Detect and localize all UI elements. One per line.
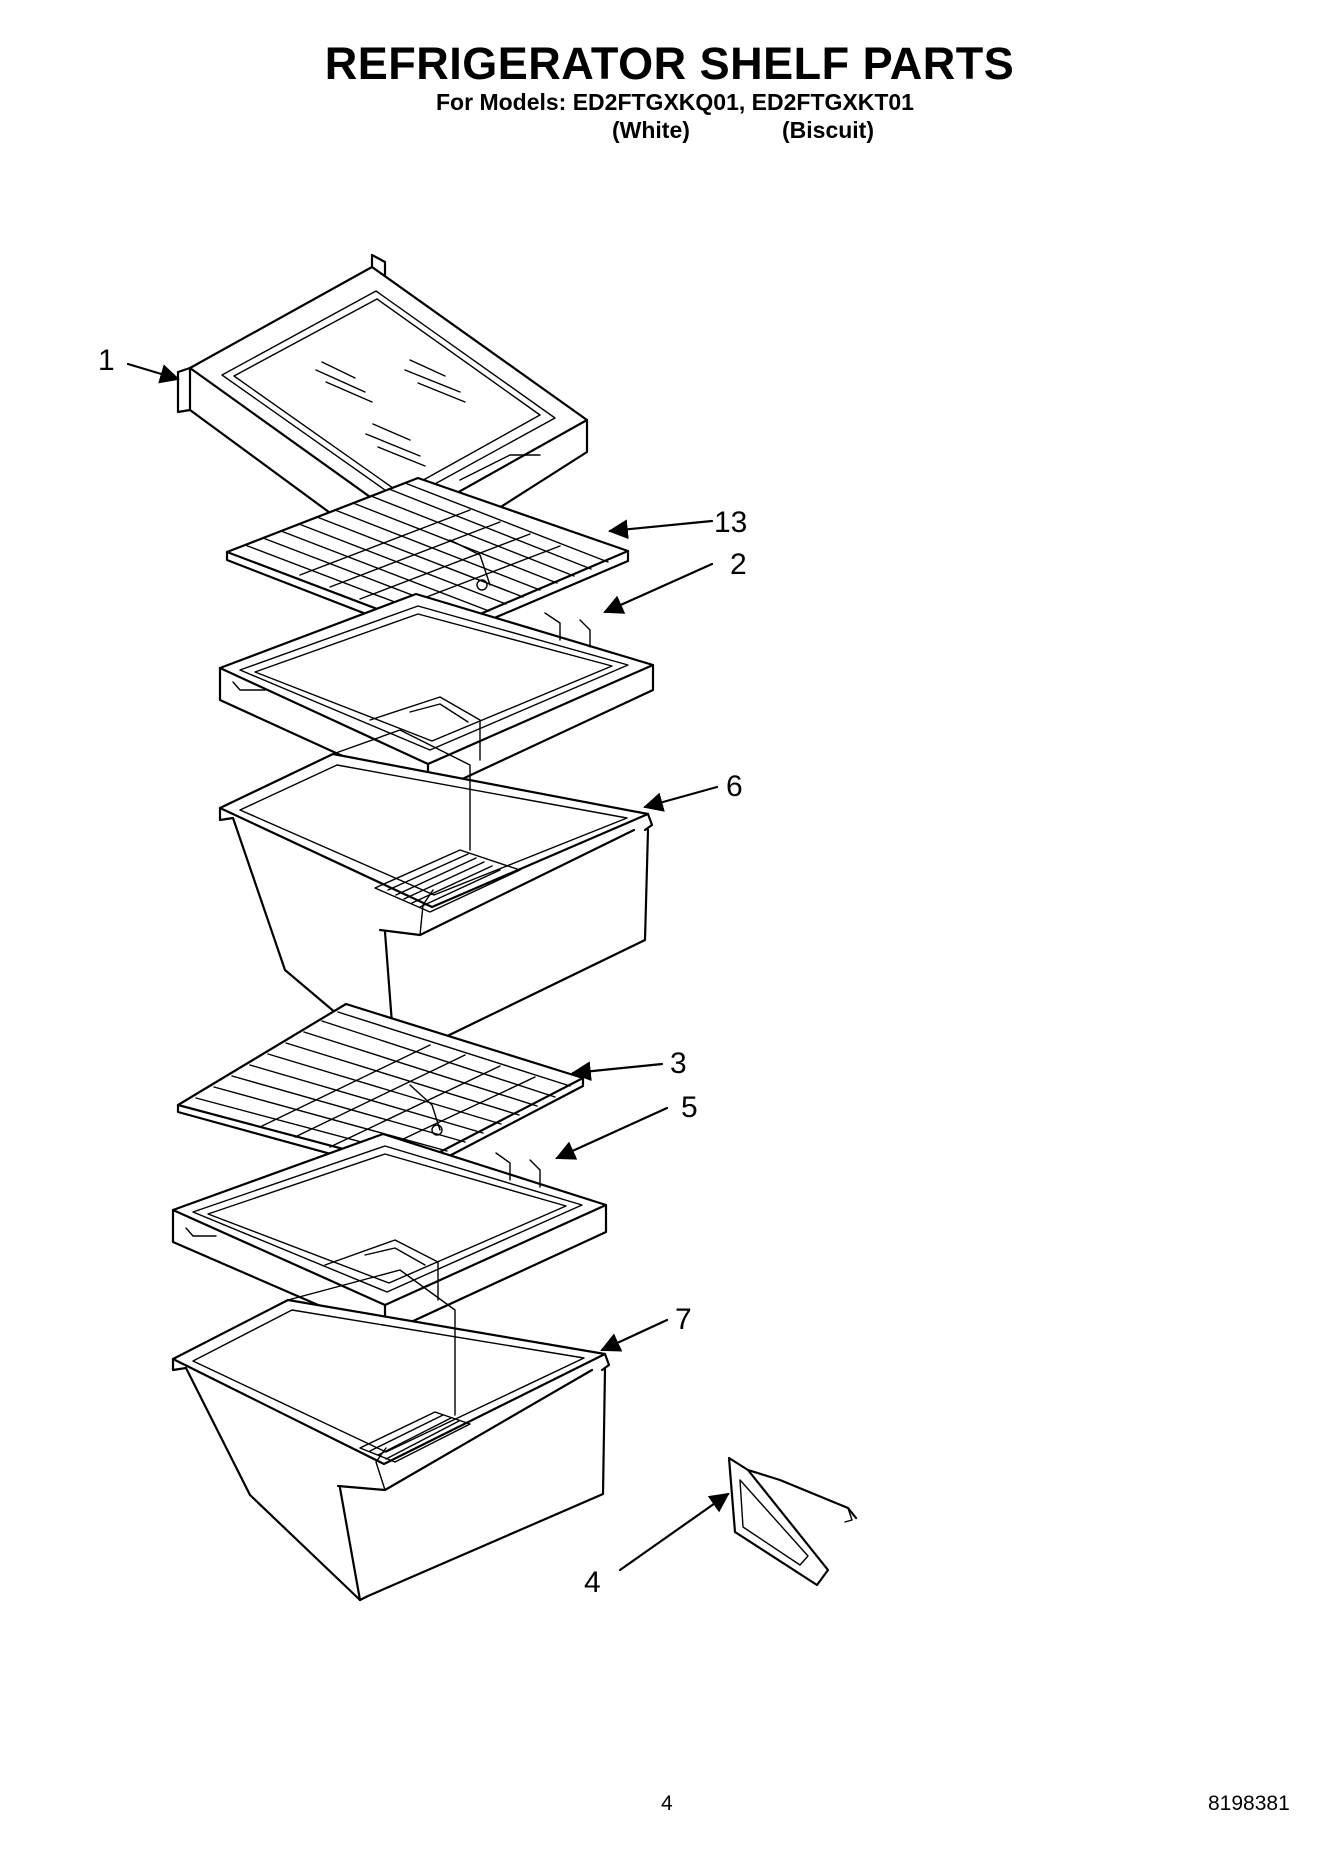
vent-slots-lower xyxy=(369,1414,460,1460)
page-title: REFRIGERATOR SHELF PARTS xyxy=(324,38,1015,89)
models-line: For Models: ED2FTGXKQ01, ED2FTGXKT01 xyxy=(436,89,914,115)
callout-arrows xyxy=(126,362,730,1572)
callout-2: 2 xyxy=(730,548,747,581)
part-4-bracket xyxy=(727,1456,858,1587)
finish-biscuit-label: (Biscuit) xyxy=(782,117,874,143)
vent-slots-upper xyxy=(387,853,501,908)
callout-7: 7 xyxy=(675,1303,692,1336)
part-6-crisper-drawer xyxy=(218,729,654,1065)
part-7-crisper-drawer xyxy=(171,1269,611,1602)
callout-5: 5 xyxy=(681,1091,698,1124)
document-number: 8198381 xyxy=(1208,1792,1290,1815)
part-3-crisper-cover-insert xyxy=(176,1002,585,1178)
part-5-crisper-cover-frame xyxy=(171,1132,608,1336)
page-number: 4 xyxy=(661,1792,673,1815)
callout-3: 3 xyxy=(670,1047,687,1080)
callout-1: 1 xyxy=(98,344,115,377)
callout-4: 4 xyxy=(584,1566,601,1599)
finish-white-label: (White) xyxy=(612,117,690,143)
callout-13: 13 xyxy=(714,506,748,539)
part-1-shelf-frame xyxy=(176,253,589,570)
part-2-crisper-cover-frame xyxy=(218,592,655,797)
part-13-crisper-cover-insert xyxy=(225,476,630,644)
insert-ribs xyxy=(244,482,609,626)
glass-glare-marks xyxy=(315,359,466,467)
callout-6: 6 xyxy=(726,770,743,803)
